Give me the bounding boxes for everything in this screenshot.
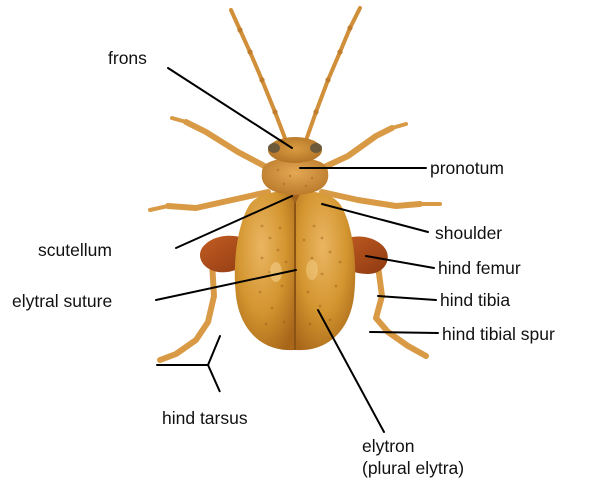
label-scutellum: scutellum (38, 240, 112, 260)
label-hind-tarsus: hind tarsus (162, 408, 248, 428)
label-elytron: elytron (362, 436, 415, 456)
pronotum-shape (262, 158, 329, 195)
leader-hind-tibial-spur (370, 332, 438, 333)
leader-elytron (318, 310, 384, 432)
label-elytral-suture: elytral suture (12, 291, 112, 311)
leader-hind-tibia (378, 296, 436, 300)
label-elytron-plural: (plural elytra) (362, 458, 464, 478)
hind-leg-left (160, 262, 214, 360)
label-shoulder: shoulder (435, 223, 502, 243)
label-hind-tibia: hind tibia (440, 290, 510, 310)
label-pronotum: pronotum (430, 158, 504, 178)
label-hind-femur: hind femur (438, 258, 521, 278)
label-frons: frons (108, 48, 147, 68)
front-leg-right (318, 124, 406, 170)
label-hind-tibial-spur: hind tibial spur (442, 324, 555, 344)
hind-leg-right (376, 266, 426, 356)
beetle-illustration (150, 8, 440, 360)
elytron-right (296, 192, 355, 351)
elytron-left (235, 192, 294, 351)
